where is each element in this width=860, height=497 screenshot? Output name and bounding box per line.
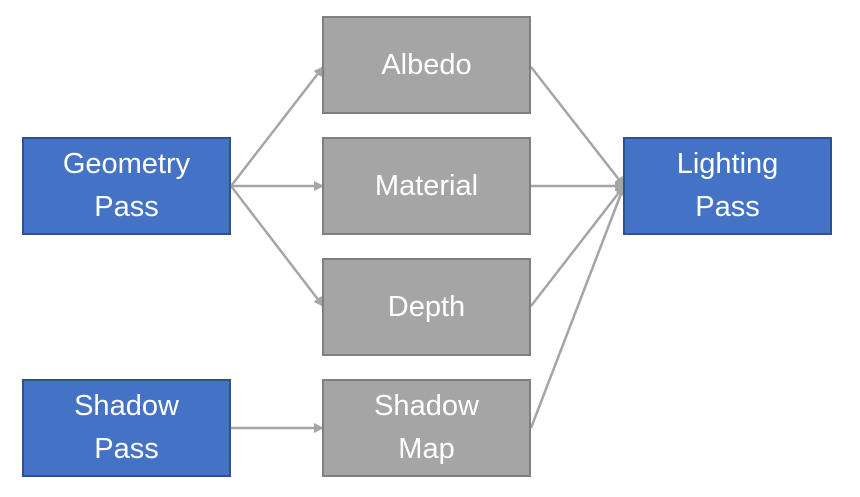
albedo-node: Albedo — [322, 16, 531, 114]
albedo-label: Albedo — [381, 48, 472, 81]
geometry-pass-node: Geometry Pass — [22, 137, 231, 235]
edge-depth-to-lighting — [530, 185, 625, 307]
edge-geometry-to-albedo — [230, 66, 324, 187]
depth-node: Depth — [322, 258, 531, 356]
lighting-pass-line1: Lighting — [676, 148, 779, 180]
edge-geometry-to-depth — [230, 185, 324, 307]
shadow-pass-line1: Shadow — [74, 390, 179, 422]
geometry-pass-line1: Geometry — [62, 148, 191, 180]
shadow-map-line2: Map — [398, 433, 455, 465]
edge-shadow-map-to-lighting — [529, 185, 626, 429]
shadow-map-node: Shadow Map — [322, 379, 531, 477]
material-label: Material — [374, 169, 479, 202]
shadow-pass-line2: Pass — [94, 433, 159, 465]
shadow-pass-node: Shadow Pass — [22, 379, 231, 477]
geometry-pass-line2: Pass — [94, 191, 159, 223]
edge-albedo-to-lighting — [530, 66, 625, 187]
lighting-pass-line2: Pass — [695, 191, 760, 223]
depth-label: Depth — [387, 290, 466, 323]
shadow-map-line1: Shadow — [374, 390, 479, 422]
material-node: Material — [322, 137, 531, 235]
lighting-pass-node: Lighting Pass — [623, 137, 832, 235]
